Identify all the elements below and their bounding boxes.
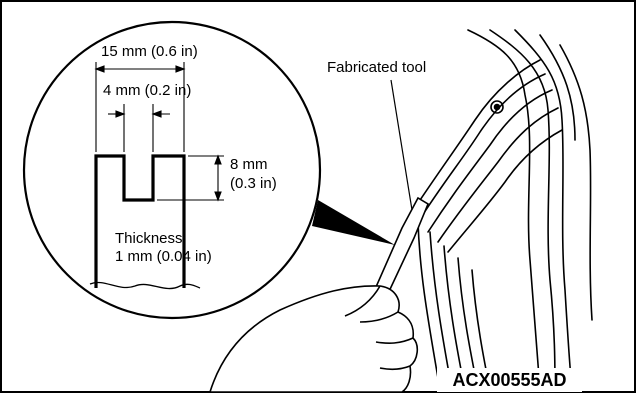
dimension-overall-width [94,62,186,152]
dimension-slot-width [108,104,170,152]
detail-callout-circle [22,20,322,320]
overall-width-label: 15 mm (0.6 in) [101,43,198,60]
callout-pointer [312,200,395,245]
slot-depth-label-line1: 8 mm [230,156,268,173]
thickness-label-line1: Thickness: [115,230,187,247]
dimension-slot-depth [157,154,224,202]
door-frame [409,29,593,391]
figure-code: ACX00555AD [437,368,582,392]
slot-width-label: 4 mm (0.2 in) [103,82,192,99]
slot-depth-label-line2: (0.3 in) [230,175,277,192]
tool-profile [89,154,201,290]
fabricated-tool-label: Fabricated tool [327,59,427,76]
thickness-label-line2: 1 mm (0.04 in) [115,248,212,265]
hand [209,285,419,393]
tool-leader [390,79,413,211]
